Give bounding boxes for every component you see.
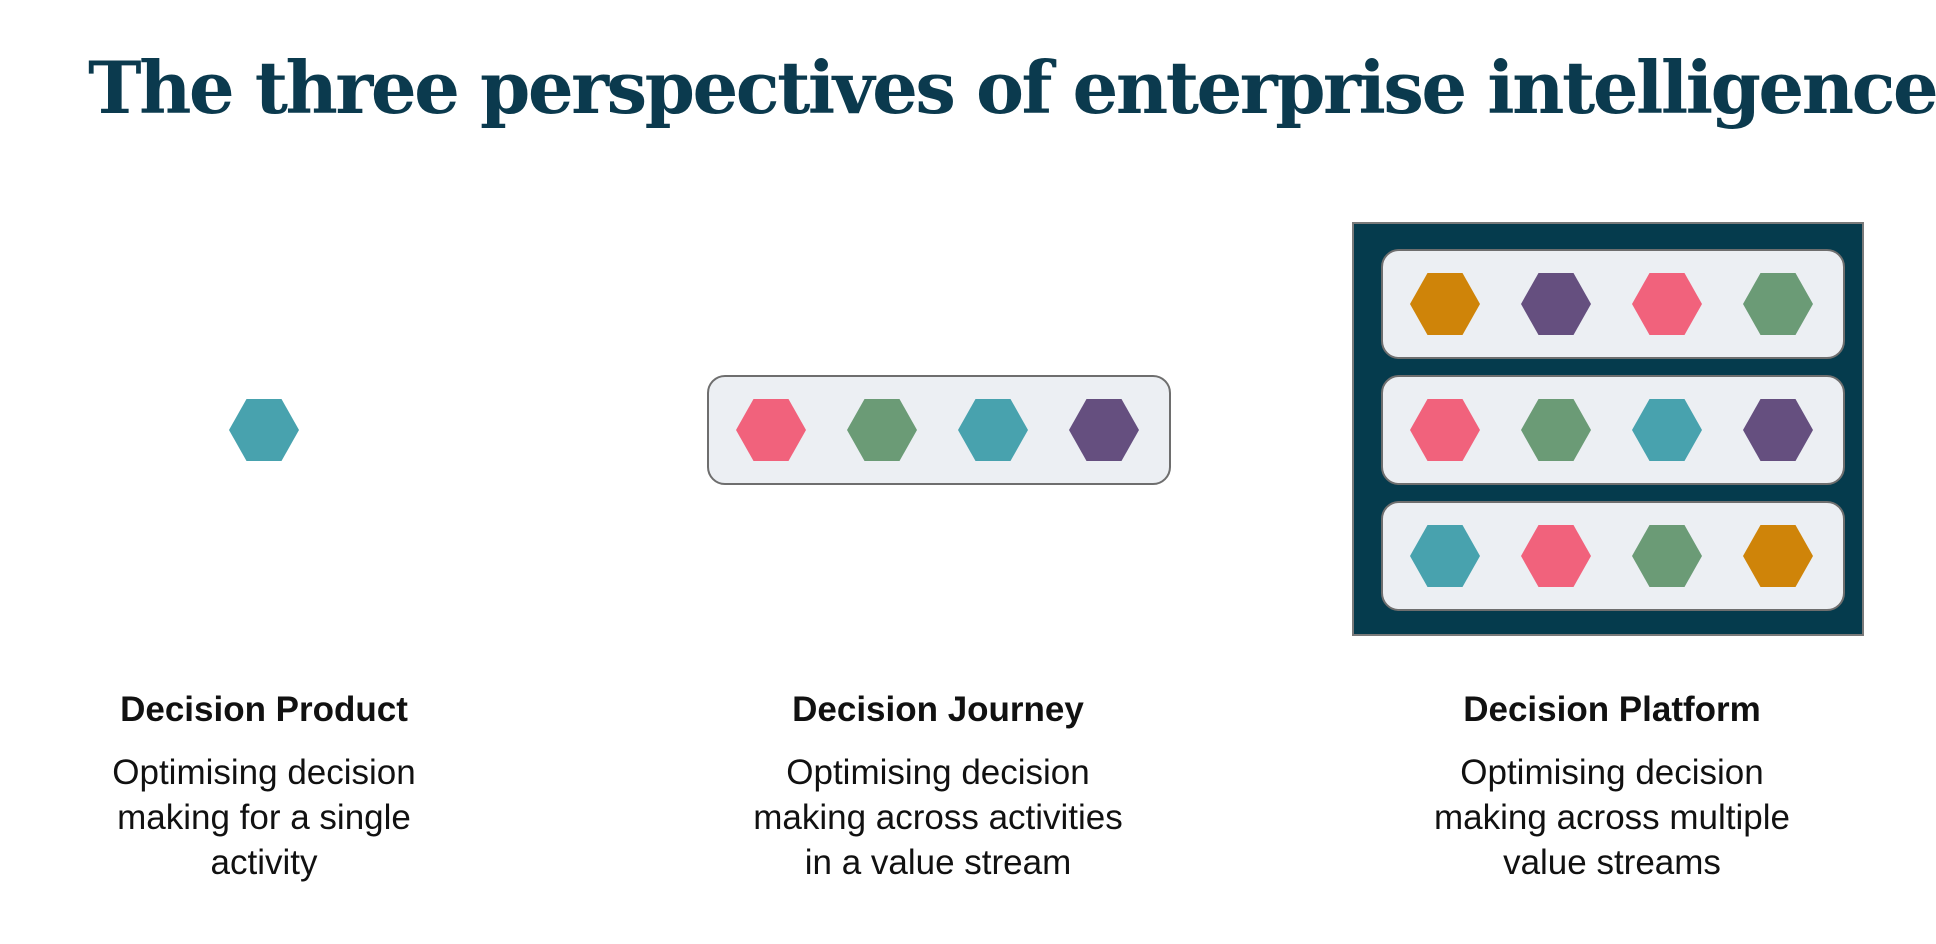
decision-product-description: Optimising decision making for a single … [44, 750, 484, 885]
description-line: Optimising decision [786, 753, 1090, 792]
hexagon-green [847, 399, 917, 461]
description-line: value streams [1503, 843, 1721, 882]
description-line: making across multiple [1434, 798, 1790, 837]
description-line: Optimising decision [1460, 753, 1764, 792]
decision-product-caption: Decision Product Optimising decision mak… [44, 686, 484, 885]
description-line: activity [210, 843, 318, 882]
hexagon-pink [736, 399, 806, 461]
decision-journey-heading: Decision Journey [792, 690, 1084, 729]
decision-product-heading: Decision Product [120, 690, 408, 729]
page-title: The three perspectives of enterprise int… [88, 45, 1936, 130]
description-line: making for a single [117, 798, 411, 837]
decision-journey-caption: Decision Journey Optimising decision mak… [718, 686, 1158, 885]
decision-platform-heading: Decision Platform [1463, 690, 1761, 729]
hexagon-teal [958, 399, 1028, 461]
description-line: Optimising decision [112, 753, 416, 792]
hexagon-teal [229, 399, 299, 461]
description-line: making across activities [753, 798, 1123, 837]
decision-journey-description: Optimising decision making across activi… [718, 750, 1158, 885]
decision-platform-description: Optimising decision making across multip… [1392, 750, 1832, 885]
decision-platform-caption: Decision Platform Optimising decision ma… [1392, 686, 1832, 885]
description-line: in a value stream [804, 843, 1072, 882]
